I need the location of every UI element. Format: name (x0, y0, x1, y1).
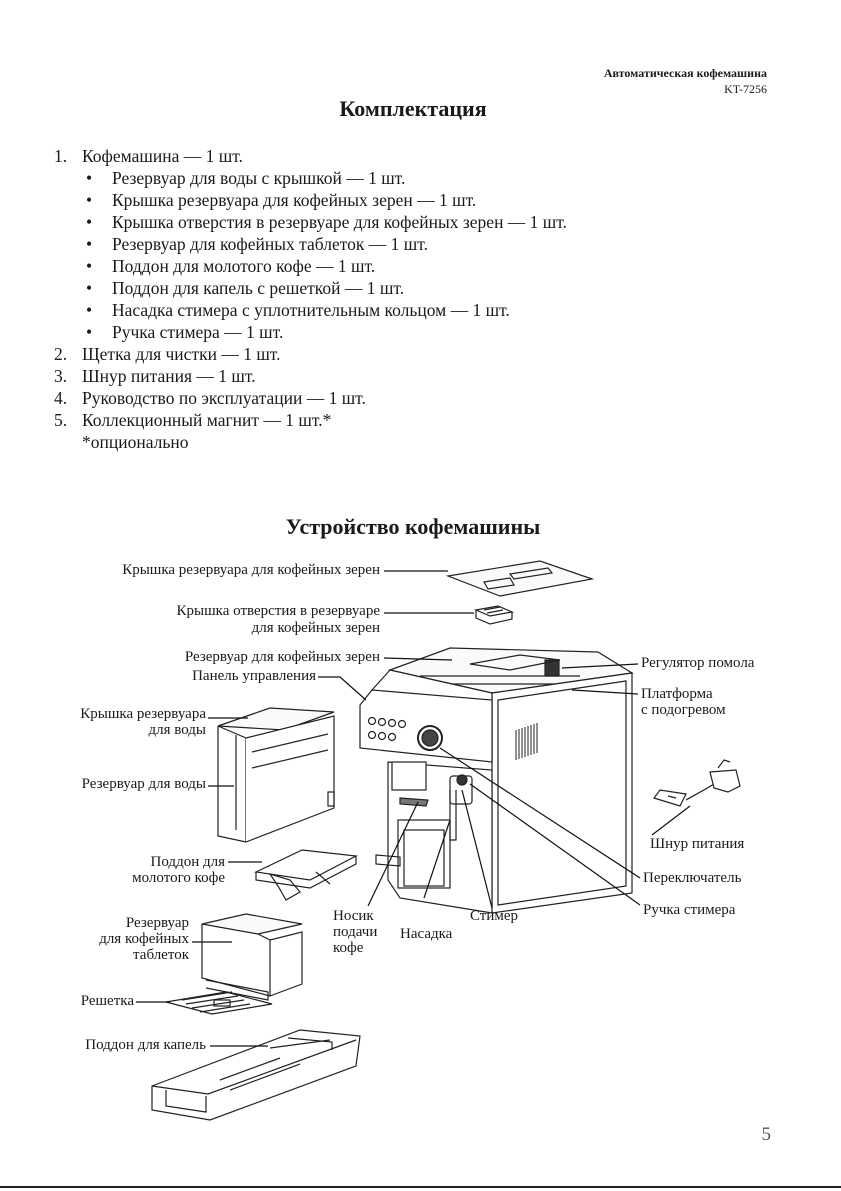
hole-lid-drawing (473, 605, 515, 625)
label-ground-tray-2: молотого кофе (132, 870, 225, 886)
label-tablet-tank-1: Резервуар (125, 915, 189, 931)
sub-list-item: •Ручка стимера — 1 шт. (86, 322, 284, 342)
leader-platform (571, 689, 639, 695)
footnote: *опционально (82, 432, 189, 452)
list-item: 4.Руководство по эксплуатации — 1 шт. (54, 388, 366, 408)
label-tablet-tank-2: для кофейных (99, 931, 189, 947)
list-item: 2.Щетка для чистки — 1 шт. (54, 344, 281, 364)
list-item: 5.Коллекционный магнит — 1 шт.* (54, 410, 332, 430)
ground-tray-drawing (253, 849, 359, 901)
sub-list-item: •Поддон для капель с решеткой — 1 шт. (86, 278, 405, 298)
label-platform-1: Платформа (641, 686, 713, 702)
machine-body-drawing (359, 647, 634, 914)
sub-list-item: •Поддон для молотого кофе — 1 шт. (86, 256, 376, 276)
drip-tray-drawing (151, 1029, 361, 1121)
water-tank-drawing (217, 707, 335, 843)
sub-list-item: •Резервуар для кофейных таблеток — 1 шт. (86, 234, 428, 254)
label-hole-lid-1: Крышка отверстия в резервуаре (176, 603, 380, 619)
label-water-tank: Резервуар для воды (81, 776, 206, 792)
leader-power-cord (651, 805, 691, 836)
label-control-panel: Панель управления (192, 668, 316, 684)
label-bean-lid: Крышка резервуара для кофейных зерен (122, 562, 380, 578)
sub-list-item: •Насадка стимера с уплотнительным кольцо… (86, 300, 510, 320)
label-water-lid-1: Крышка резервуара (80, 706, 206, 722)
label-spout-3: кофе (333, 940, 364, 956)
page-number: 5 (761, 1124, 772, 1145)
header-model: KT-7256 (724, 82, 767, 96)
kit-title: Комплектация (339, 96, 487, 121)
label-bean-tank: Резервуар для кофейных зерен (184, 649, 380, 665)
label-steamer: Стимер (470, 908, 519, 924)
label-drip-tray: Поддон для капель (85, 1037, 206, 1053)
leader-steamer (461, 789, 493, 909)
tablet-tank-drawing (201, 913, 303, 1001)
label-nozzle: Насадка (400, 926, 453, 942)
label-ground-tray-1: Поддон для (150, 854, 225, 870)
label-steamer-handle: Ручка стимера (643, 902, 736, 918)
label-spout-2: подачи (333, 924, 378, 940)
label-water-lid-2: для воды (148, 722, 206, 738)
header-product: Автоматическая кофемашина (603, 66, 767, 80)
label-power-cord: Шнур питания (650, 836, 745, 852)
label-grind-regulator: Регулятор помола (641, 655, 755, 671)
leader-bean-tank (383, 657, 453, 661)
list-item: 1.Кофемашина — 1 шт. (54, 146, 243, 166)
bottom-rule (0, 1186, 841, 1188)
leader-switch (439, 747, 641, 879)
bean-lid-drawing (445, 560, 595, 597)
power-cord-drawing (653, 759, 741, 807)
grid-drawing (165, 991, 273, 1015)
kit-list: 1.Кофемашина — 1 шт. •Резервуар для воды… (54, 145, 754, 453)
leader-control-panel (318, 676, 367, 701)
sub-list-item: •Крышка резервуара для кофейных зерен — … (86, 190, 477, 210)
label-platform-2: с подогревом (641, 702, 726, 718)
label-grid: Решетка (80, 993, 134, 1009)
label-hole-lid-2: для кофейных зерен (251, 620, 380, 636)
sub-list-item: •Резервуар для воды с крышкой — 1 шт. (86, 168, 406, 188)
leader-grind-regulator (561, 663, 639, 669)
sub-list-item: •Крышка отверстия в резервуаре для кофей… (86, 212, 567, 232)
list-item: 3.Шнур питания — 1 шт. (54, 366, 256, 386)
label-tablet-tank-3: таблеток (133, 947, 189, 963)
leader-spout (367, 801, 419, 907)
leader-nozzle (423, 819, 451, 899)
label-switch: Переключатель (643, 870, 742, 886)
leader-steamer-handle (469, 783, 641, 906)
device-title: Устройство кофемашины (285, 514, 541, 539)
label-spout-1: Носик (333, 908, 374, 924)
